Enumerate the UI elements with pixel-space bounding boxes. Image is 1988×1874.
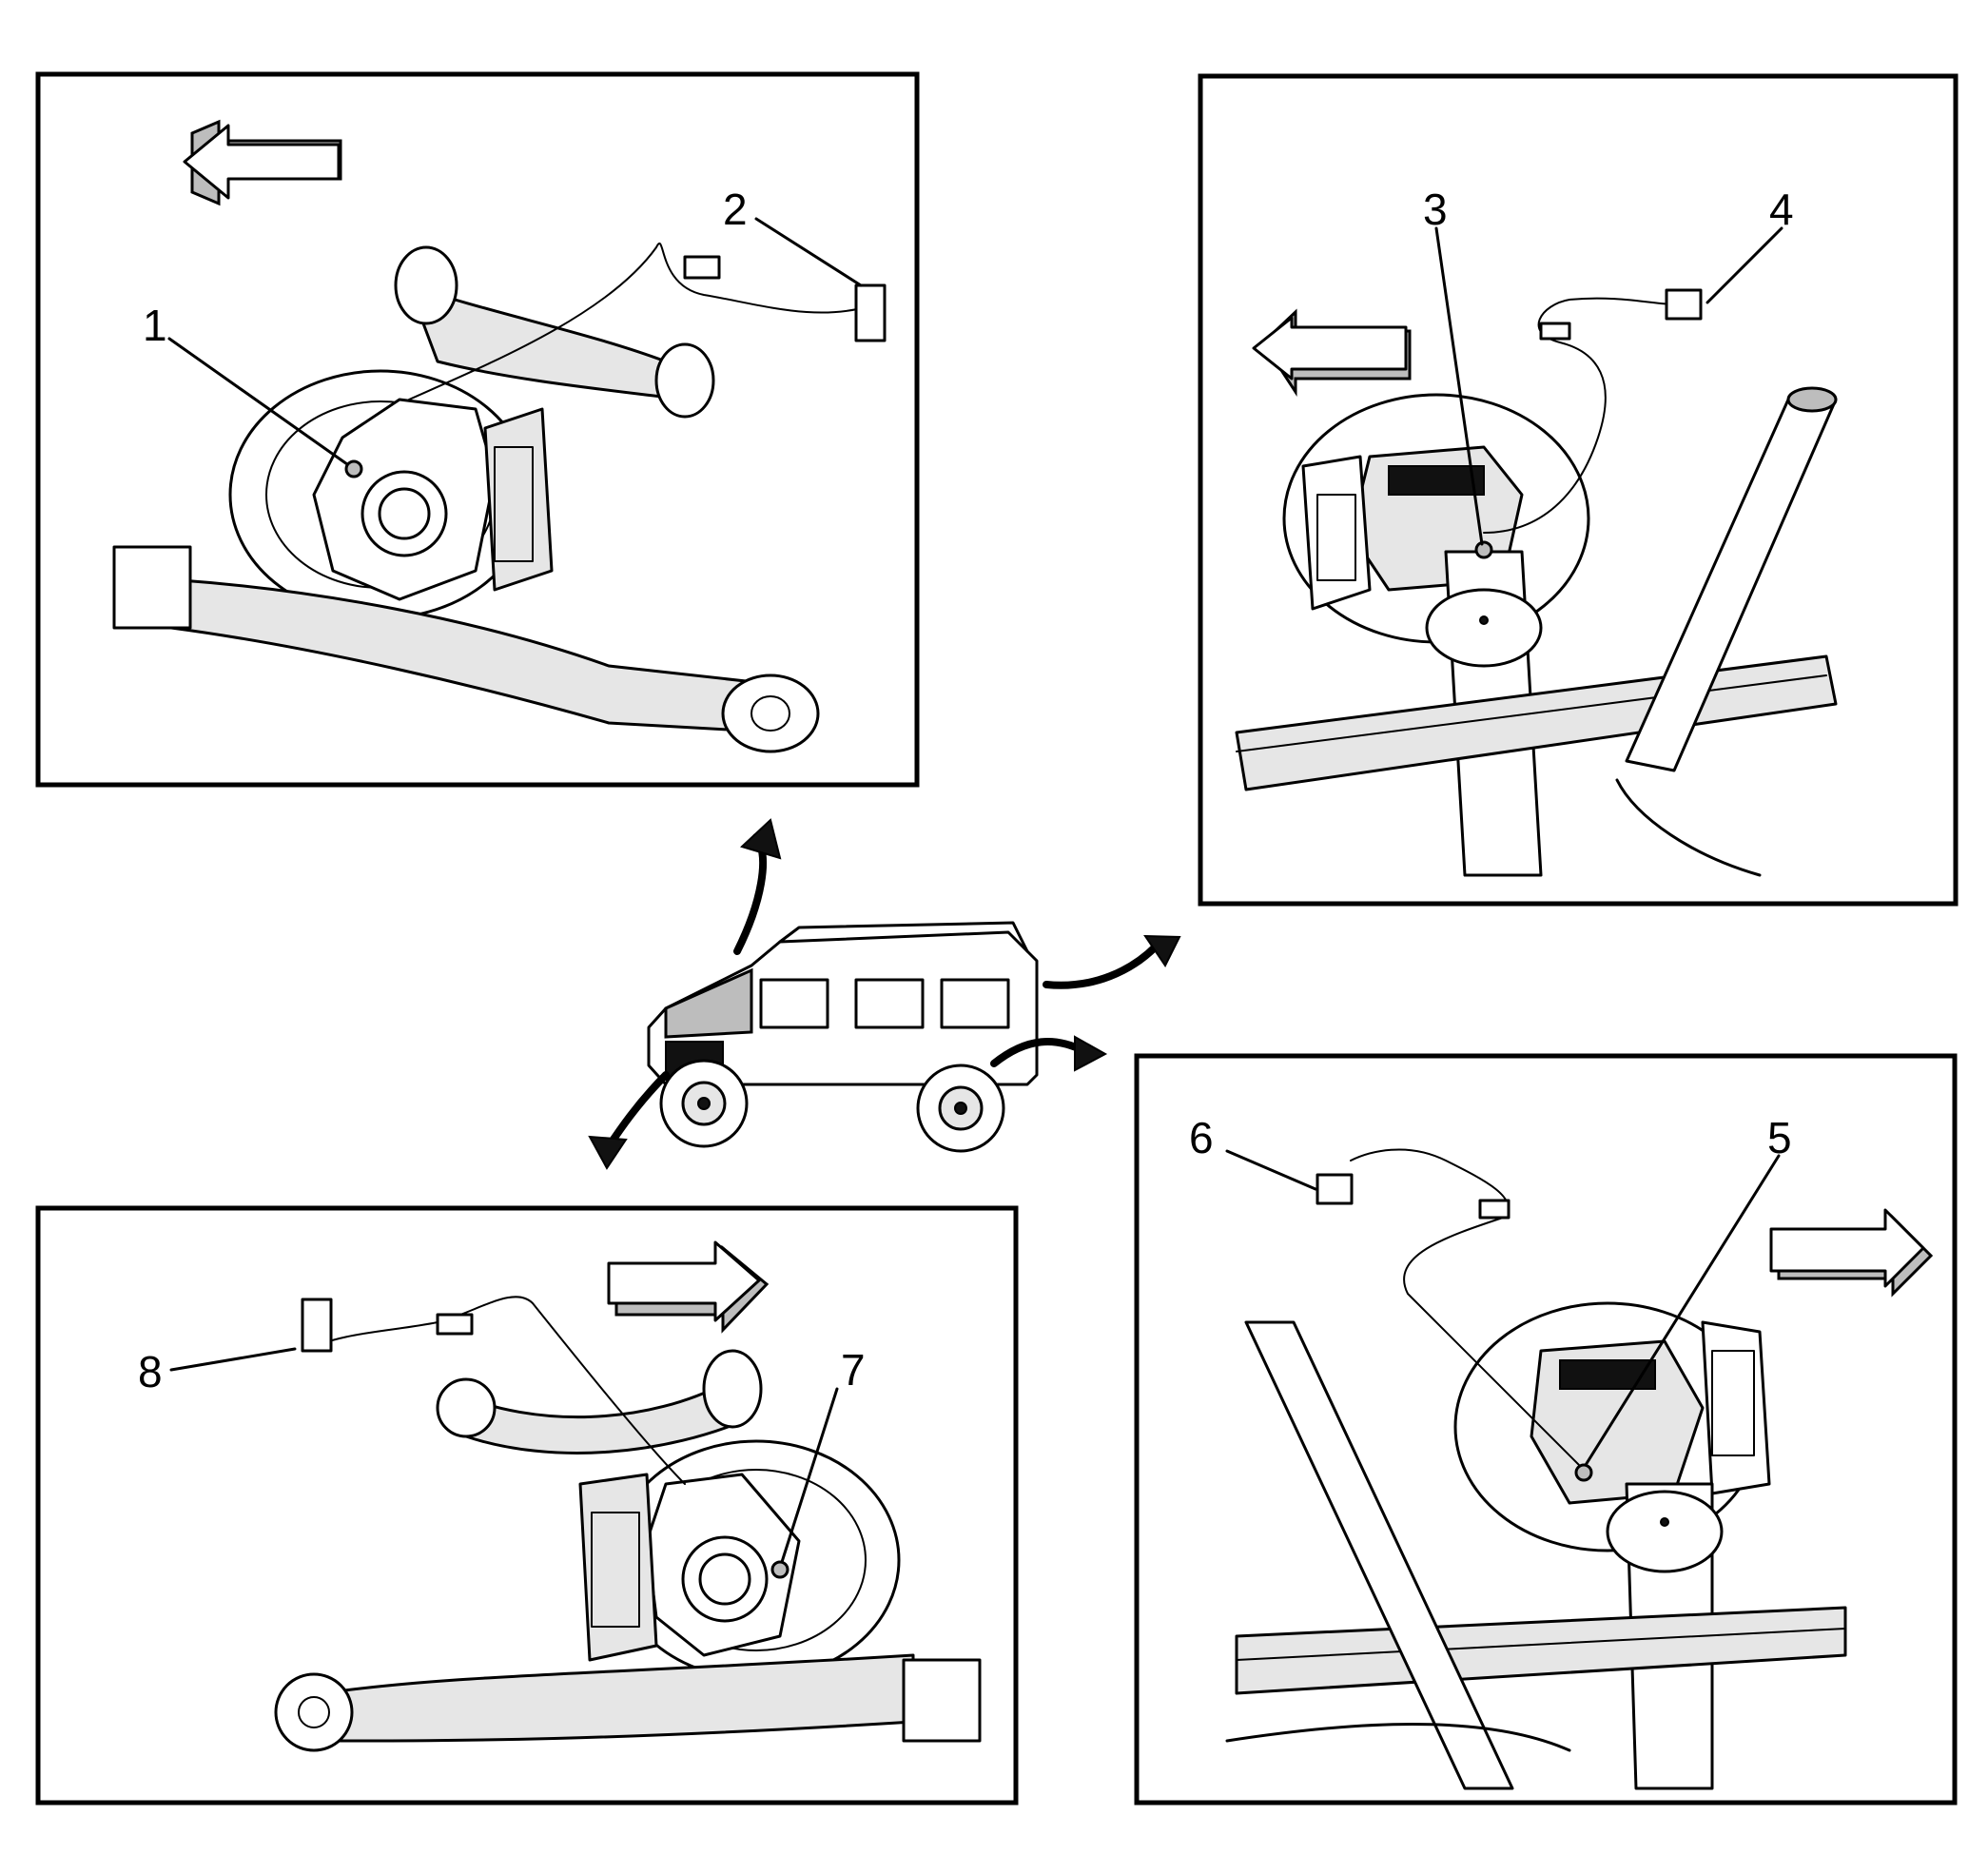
lower-control-arm (112, 545, 820, 753)
panel-left-rear: 3 4 (1198, 73, 1959, 907)
wheel-speed-sensor-left-rear (1474, 540, 1493, 559)
vehicle-window (854, 978, 925, 1029)
vehicle-window (759, 978, 829, 1029)
callout-2: 2 (723, 185, 748, 234)
shock-absorber (1625, 386, 1838, 772)
leader-line-1 (167, 337, 349, 466)
panel-left-front: 1 2 (35, 71, 920, 788)
wheel-speed-sensor-left-front (344, 459, 363, 478)
curved-arrow-icon (588, 1071, 670, 1170)
forward-arrow-icon (183, 119, 342, 206)
brake-caliper (578, 1473, 658, 1662)
callout-8: 8 (138, 1347, 163, 1396)
callout-4: 4 (1769, 185, 1794, 234)
vehicle-locator (647, 921, 1039, 1153)
leader-line-2 (754, 217, 863, 287)
forward-arrow-icon (607, 1240, 770, 1334)
sensor-harness (301, 1296, 686, 1485)
leader-line-6 (1225, 1149, 1317, 1191)
leader-line-3 (1434, 226, 1484, 546)
stabilizer-link (1615, 778, 1762, 877)
shock-absorber (1244, 1320, 1514, 1790)
upper-control-arm (436, 1349, 763, 1454)
stabilizer-link (1225, 1723, 1571, 1752)
vehicle-window (940, 978, 1010, 1029)
callout-7: 7 (841, 1345, 866, 1395)
brake-caliper (1301, 455, 1372, 611)
harness-connector-left-front (854, 283, 887, 342)
leader-line-8 (169, 1347, 297, 1372)
harness-connector-left-rear (1665, 288, 1703, 321)
vehicle-wheel (659, 1059, 749, 1148)
brake-caliper (483, 407, 554, 592)
callout-3: 3 (1423, 185, 1448, 234)
leader-line-7 (780, 1387, 839, 1564)
wheel-speed-sensor-right-rear (1574, 1463, 1593, 1482)
panel-right-rear: 5 6 (1134, 1053, 1958, 1806)
leader-line-5 (1584, 1154, 1781, 1467)
curved-arrow-icon (1043, 934, 1181, 989)
sensor-harness (1483, 288, 1703, 534)
callout-1: 1 (143, 301, 167, 350)
callout-5: 5 (1767, 1113, 1792, 1162)
curved-arrow-icon (990, 1035, 1108, 1072)
sensor-harness (408, 243, 887, 400)
forward-arrow-icon (1769, 1208, 1934, 1298)
upper-control-arm (394, 245, 715, 419)
curved-arrow-icon (733, 818, 782, 955)
vehicle-wheel (916, 1064, 1005, 1153)
brake-caliper (1701, 1320, 1771, 1495)
wheel-speed-sensor-right-front (770, 1560, 789, 1579)
lower-control-arm (274, 1653, 982, 1752)
sensor-harness (1316, 1148, 1580, 1466)
leader-line-4 (1705, 226, 1783, 304)
callout-6: 6 (1189, 1113, 1214, 1162)
harness-connector-right-rear (1316, 1173, 1354, 1205)
steering-knuckle (312, 398, 497, 601)
panel-right-front: 8 7 (35, 1205, 1019, 1806)
forward-arrow-icon (1252, 308, 1412, 398)
harness-connector-right-front (301, 1298, 333, 1353)
